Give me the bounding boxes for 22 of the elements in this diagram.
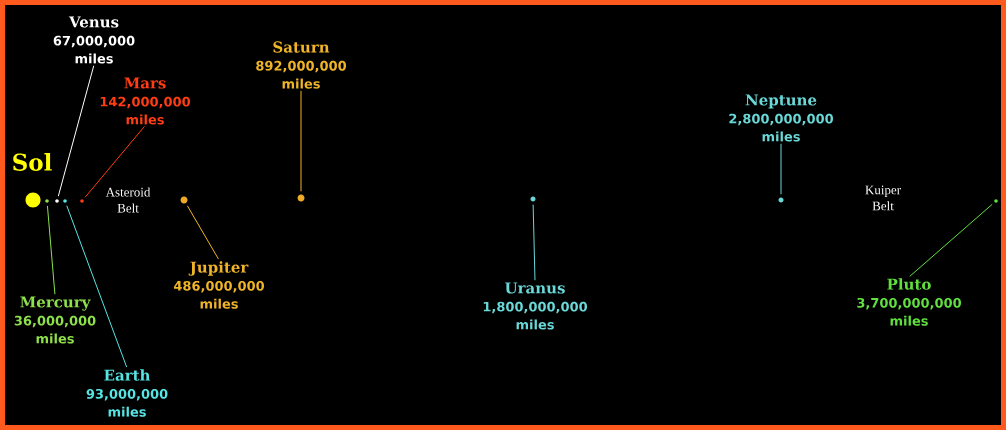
planet-label: Uranus 1,800,000,000 miles (483, 282, 588, 330)
sun-label: Sol (13, 153, 52, 171)
planet-label: Saturn 892,000,000 miles (256, 41, 347, 89)
planet-label: Earth 93,000,000 miles (86, 369, 168, 417)
planet-label: Jupiter 486,000,000 miles (173, 261, 265, 309)
leader-line (532, 204, 536, 281)
leader-line (66, 205, 128, 368)
leader-line (186, 205, 219, 260)
leader-line (84, 126, 145, 198)
belt-label: Kuiper Belt (865, 185, 901, 211)
planet-label: Mercury 36,000,000 miles (14, 296, 96, 344)
leader-line (46, 205, 56, 295)
leader-line (780, 143, 782, 195)
leader-line (909, 203, 993, 277)
leader-line (300, 90, 302, 192)
leader-line (57, 65, 95, 197)
belt-label: Asteroid Belt (105, 187, 151, 213)
planet-label: Pluto 3,700,000,000 miles (857, 278, 962, 326)
sun-disc (25, 192, 41, 208)
planet-label: Mars 142,000,000 miles (100, 77, 191, 125)
planet-label: Neptune 2,800,000,000 miles (729, 94, 834, 142)
planet-label: Venus 67,000,000 miles (53, 16, 135, 64)
